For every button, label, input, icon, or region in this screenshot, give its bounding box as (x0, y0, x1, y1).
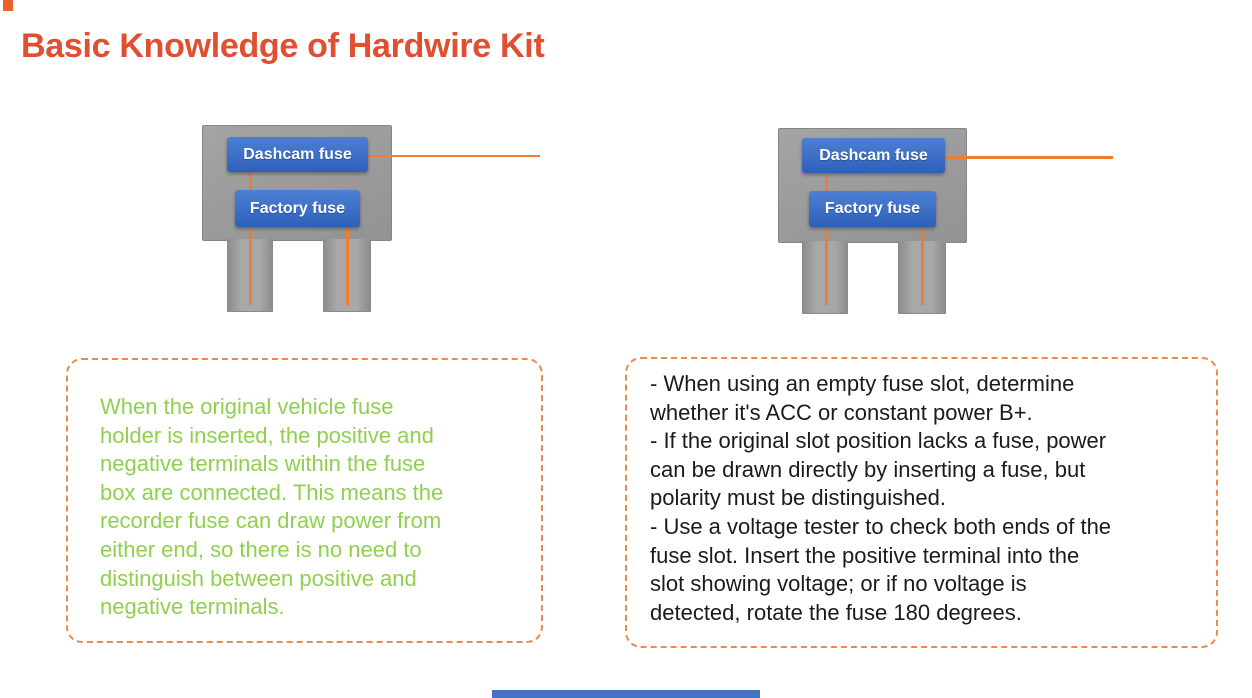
page-title: Basic Knowledge of Hardwire Kit (21, 27, 545, 65)
power-wire-horizontal (368, 154, 540, 157)
power-wire-horizontal (945, 156, 1113, 159)
power-wire-vertical (825, 227, 828, 305)
footer-accent-bar (492, 690, 760, 698)
note-text-left: When the original vehicle fuse holder is… (100, 394, 444, 620)
power-wire-vertical (825, 173, 828, 191)
note-text-right: - When using an empty fuse slot, determi… (650, 371, 1112, 625)
power-wire-vertical (249, 227, 252, 305)
power-wire-vertical (346, 227, 349, 305)
fuse-diagram-right: Dashcam fuse Factory fuse (778, 128, 1113, 318)
note-box-right: - When using an empty fuse slot, determi… (625, 357, 1218, 648)
note-box-left: When the original vehicle fuse holder is… (66, 358, 543, 643)
factory-fuse-label: Factory fuse (809, 191, 936, 227)
power-wire-vertical (249, 172, 252, 190)
dashcam-fuse-label: Dashcam fuse (227, 137, 368, 172)
dashcam-fuse-label: Dashcam fuse (802, 138, 945, 173)
fuse-diagram-left: Dashcam fuse Factory fuse (202, 125, 540, 315)
factory-fuse-label: Factory fuse (235, 190, 360, 227)
power-wire-vertical (921, 227, 924, 305)
corner-accent-square (3, 0, 13, 11)
